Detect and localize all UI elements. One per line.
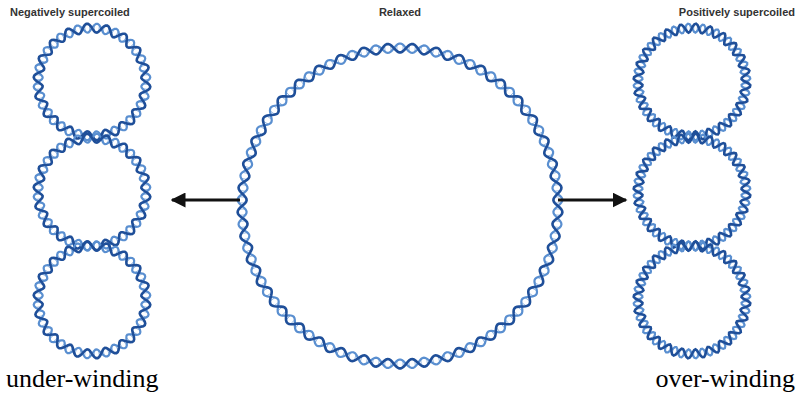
dna-strand — [238, 44, 563, 368]
dna-strand — [634, 134, 751, 251]
arrow-left — [172, 199, 240, 202]
dna-strand — [34, 24, 151, 140]
dna-strand — [34, 242, 151, 358]
dna-helix-group — [34, 24, 751, 369]
dna-strand — [634, 24, 751, 141]
caption-label: over-winding — [655, 364, 795, 394]
caption-label: under-winding — [6, 364, 159, 394]
dna-strand — [34, 134, 151, 250]
arrow-right — [558, 199, 626, 202]
dna-strand — [634, 242, 751, 359]
dna-strand — [34, 24, 151, 140]
figure-title: Negatively supercoiled — [10, 6, 130, 18]
dna-strand — [238, 44, 563, 368]
dna-strand — [34, 242, 151, 358]
dna-strand — [634, 134, 751, 251]
dna-strand — [34, 134, 151, 250]
figure-title: Positively supercoiled — [679, 6, 795, 18]
figure-title: Relaxed — [379, 6, 421, 18]
dna-strand — [634, 24, 751, 141]
dna-strand — [634, 242, 751, 359]
